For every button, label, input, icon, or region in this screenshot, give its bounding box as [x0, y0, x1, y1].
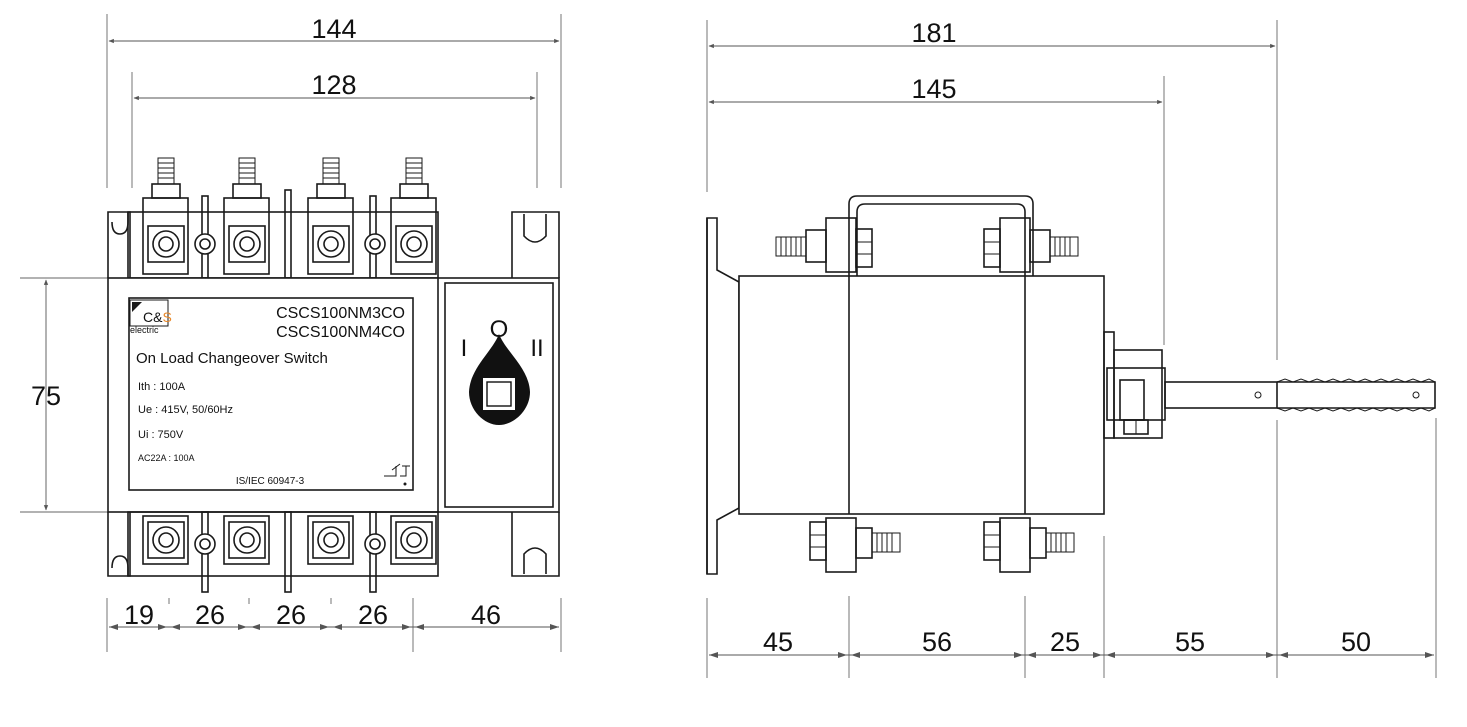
extension-shaft: [1164, 378, 1436, 412]
standard-text: IS/IEC 60947-3: [236, 476, 305, 487]
dim-seg-19: 19: [124, 600, 154, 630]
dim-total-width: 144: [311, 14, 356, 44]
dim-height: 75: [31, 381, 61, 411]
brand-logo: C&S electric: [129, 299, 172, 335]
svg-text:electric: electric: [130, 325, 159, 335]
dim-seg-56: 56: [922, 627, 952, 657]
rating-ue: Ue : 415V, 50/60Hz: [138, 404, 233, 416]
model-number-2: CSCS100NM4CO: [276, 324, 405, 341]
rating-ac22a: AC22A : 100A: [138, 453, 195, 463]
dim-seg-46: 46: [471, 600, 501, 630]
position-ii-label: II: [530, 335, 543, 362]
position-i-label: I: [461, 335, 468, 362]
selector-panel: I O II: [444, 282, 554, 508]
position-o-label: O: [490, 316, 509, 343]
dim-seg-25: 25: [1050, 627, 1080, 657]
rating-ith: Ith : 100A: [138, 381, 186, 393]
side-body: [738, 275, 1105, 515]
dim-seg-50: 50: [1341, 627, 1371, 657]
front-view: 144 128 75: [20, 14, 562, 652]
dim-body-length: 145: [911, 74, 956, 104]
dim-seg-26-a: 26: [195, 600, 225, 630]
rating-ui: Ui : 750V: [138, 429, 184, 441]
mounting-bracket: [706, 217, 740, 575]
dim-seg-26-c: 26: [358, 600, 388, 630]
top-terminal-block: [107, 157, 560, 279]
dim-seg-26-b: 26: [276, 600, 306, 630]
svg-text:C&S: C&S: [143, 309, 172, 325]
side-view: 181 145: [706, 18, 1437, 678]
dim-seg-45: 45: [763, 627, 793, 657]
product-title: On Load Changeover Switch: [136, 350, 328, 367]
dim-seg-55: 55: [1175, 627, 1205, 657]
bottom-terminal-block: [107, 511, 560, 593]
shaft-coupling: [1103, 331, 1166, 439]
dim-inner-width: 128: [311, 70, 356, 100]
changeover-symbol-icon: [384, 463, 410, 477]
model-number-1: CSCS100NM3CO: [276, 305, 405, 322]
dim-total-length: 181: [911, 18, 956, 48]
rating-label-plate: C&S electric CSCS100NM3CO CSCS100NM4CO O…: [128, 297, 414, 491]
